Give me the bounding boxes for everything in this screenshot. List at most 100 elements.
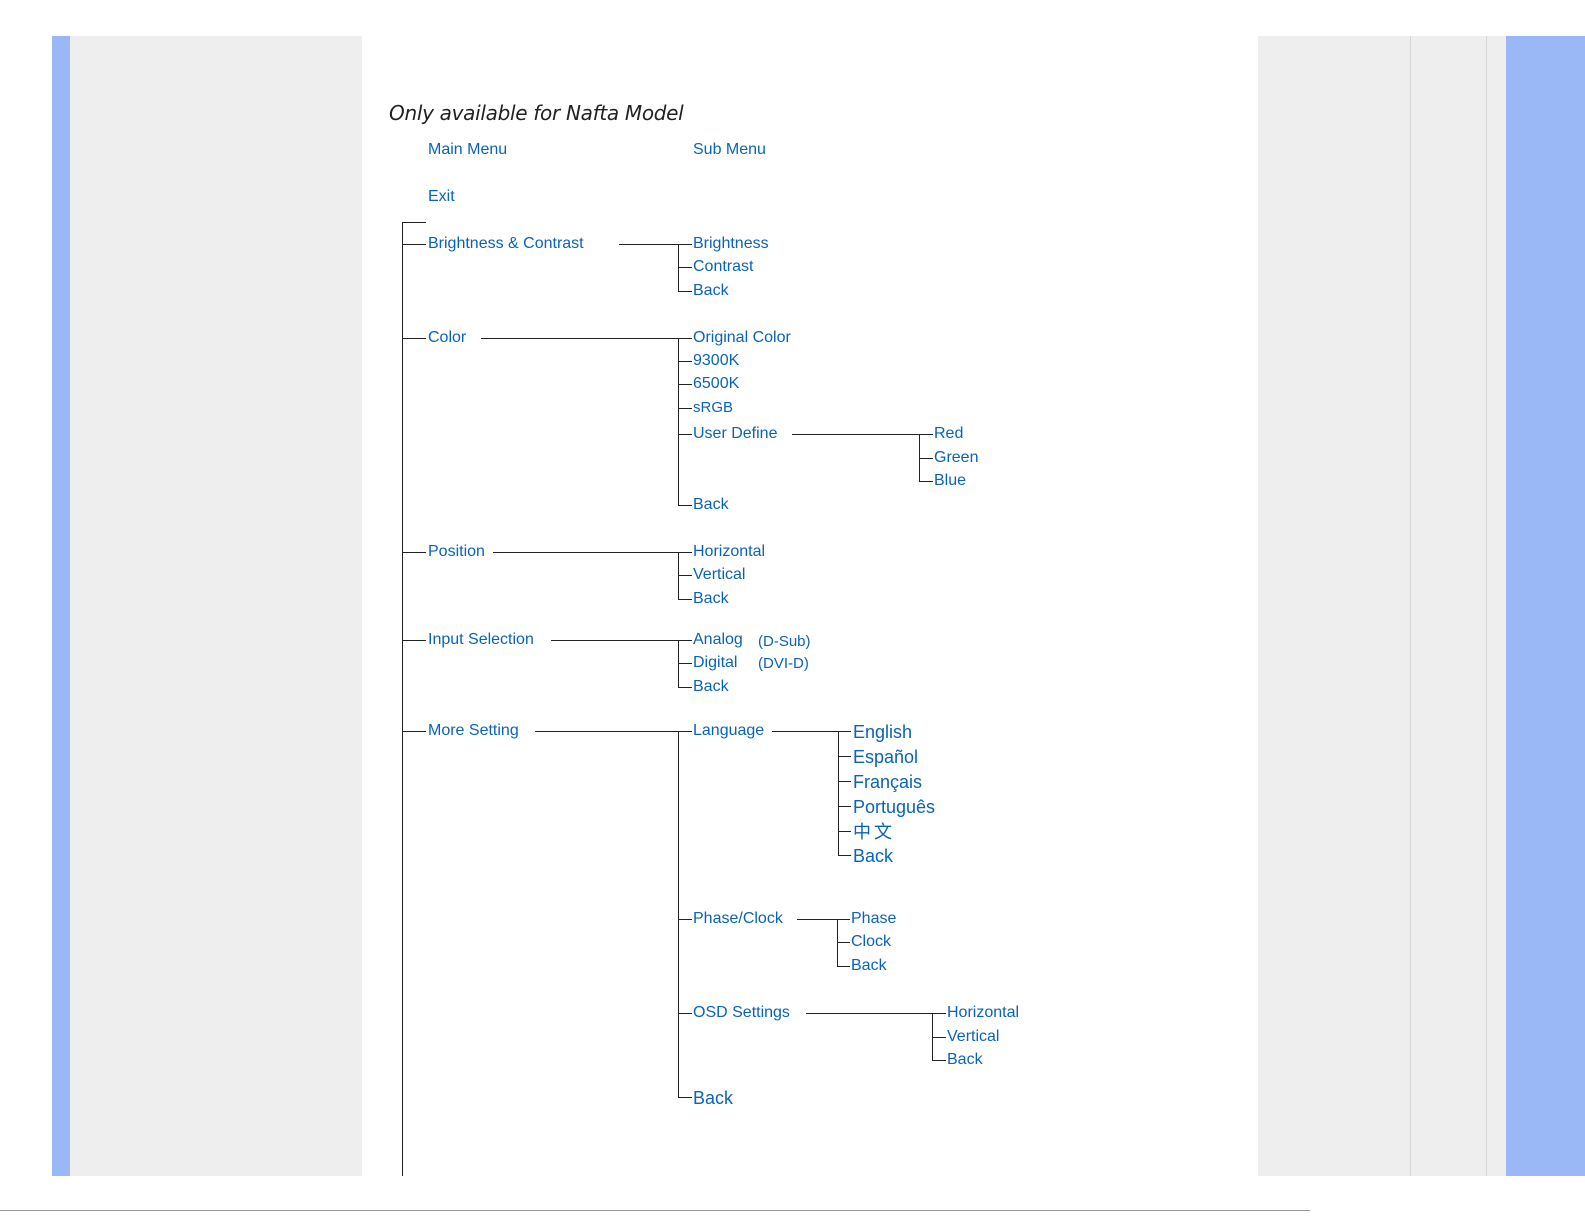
language-chinese: 中文: [853, 822, 895, 842]
connector: [678, 552, 692, 553]
connector: [481, 338, 678, 339]
connector: [678, 244, 692, 245]
content-panel: [362, 36, 1258, 1176]
sub-item-back: Back: [693, 678, 729, 695]
connector: [772, 731, 838, 732]
connector: [678, 687, 692, 688]
sub-item-contrast: Contrast: [693, 258, 754, 275]
right-divider: [1486, 36, 1487, 1176]
connector: [838, 781, 851, 782]
sub-item-language: Language: [693, 722, 765, 739]
connector: [932, 1037, 946, 1038]
connector: [535, 731, 678, 732]
menu-exit: Exit: [428, 188, 455, 205]
connector: [402, 552, 426, 553]
language-back: Back: [853, 846, 894, 866]
branch-line: [838, 731, 839, 855]
phase-clock-clock: Clock: [851, 933, 892, 950]
connector: [678, 575, 692, 576]
connector: [619, 244, 678, 245]
phase-clock-phase: Phase: [851, 910, 897, 927]
connector: [837, 919, 850, 920]
connector: [919, 458, 933, 459]
language-portugues: Português: [853, 797, 936, 817]
connector: [932, 1060, 946, 1061]
connector: [838, 855, 851, 856]
branch-line: [678, 338, 679, 505]
connector: [932, 1013, 946, 1014]
connector: [792, 434, 919, 435]
main-menu-header: Main Menu: [428, 141, 508, 158]
language-francais: Français: [853, 772, 923, 792]
branch-line: [678, 731, 679, 1097]
language-english: English: [853, 722, 913, 742]
sub-item-back: Back: [693, 496, 729, 513]
page-title: Only available for Nafta Model: [389, 101, 684, 125]
main-trunk-line: [402, 222, 403, 1176]
sub-item-srgb: sRGB: [693, 399, 734, 416]
bottom-rule: [0, 1210, 1310, 1211]
connector: [678, 919, 692, 920]
connector: [493, 552, 678, 553]
left-blue-bar: [52, 36, 70, 1176]
sub-item-back: Back: [693, 590, 729, 607]
user-define-green: Green: [934, 449, 979, 466]
connector: [678, 663, 692, 664]
branch-line: [919, 434, 920, 481]
analog-note: (D-Sub): [758, 633, 811, 650]
sub-item-digital: Digital: [693, 654, 738, 671]
sub-item-user-define: User Define: [693, 425, 778, 442]
digital-note: (DVI-D): [758, 655, 809, 672]
connector: [838, 731, 851, 732]
connector: [678, 408, 692, 409]
main-item-color: Color: [428, 329, 467, 346]
connector: [678, 338, 692, 339]
connector: [402, 222, 426, 223]
connector: [837, 942, 850, 943]
left-gray-panel: [70, 36, 362, 1176]
branch-line: [932, 1013, 933, 1060]
connector: [678, 599, 692, 600]
connector: [919, 434, 933, 435]
connector: [797, 919, 837, 920]
phase-clock-back: Back: [851, 957, 887, 974]
connector: [837, 966, 850, 967]
connector: [678, 291, 692, 292]
sub-item-brightness: Brightness: [693, 235, 769, 252]
language-espanol: Español: [853, 747, 919, 767]
connector: [402, 338, 426, 339]
sub-item-vertical: Vertical: [693, 566, 746, 583]
osd-vertical: Vertical: [947, 1028, 1000, 1045]
connector: [838, 806, 851, 807]
connector: [551, 640, 678, 641]
connector: [678, 384, 692, 385]
right-divider: [1410, 36, 1411, 1176]
connector: [402, 640, 426, 641]
right-blue-bar: [1506, 36, 1585, 1176]
sub-item-osd-settings: OSD Settings: [693, 1004, 790, 1021]
connector: [919, 481, 933, 482]
main-item-input-selection: Input Selection: [428, 631, 534, 648]
main-item-brightness-contrast: Brightness & Contrast: [428, 235, 584, 252]
osd-horizontal: Horizontal: [947, 1004, 1020, 1021]
sub-menu-header: Sub Menu: [693, 141, 766, 158]
sub-item-horizontal: Horizontal: [693, 543, 766, 560]
connector: [678, 361, 692, 362]
connector: [806, 1013, 932, 1014]
right-gray-panel: [1258, 36, 1506, 1176]
connector: [402, 731, 426, 732]
connector: [678, 1097, 692, 1098]
sub-item-6500k: 6500K: [693, 375, 740, 392]
osd-back: Back: [947, 1051, 983, 1068]
main-item-position: Position: [428, 543, 485, 560]
connector: [402, 244, 426, 245]
connector: [678, 1013, 692, 1014]
connector: [838, 831, 851, 832]
connector: [678, 731, 692, 732]
main-item-more-setting: More Setting: [428, 722, 519, 739]
sub-item-analog: Analog: [693, 631, 743, 648]
user-define-red: Red: [934, 425, 964, 442]
user-define-blue: Blue: [934, 472, 967, 489]
sub-item-back: Back: [693, 1088, 734, 1108]
connector: [838, 756, 851, 757]
